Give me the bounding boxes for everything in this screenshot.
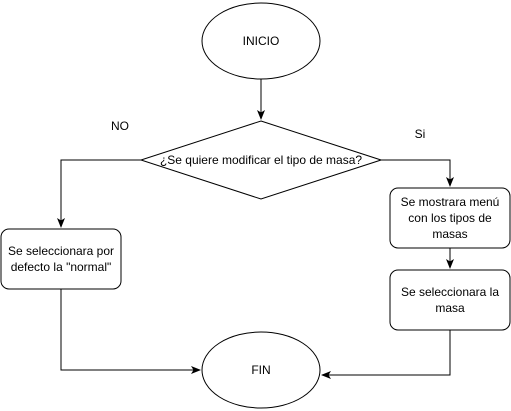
arrow-select-to-end (321, 330, 451, 379)
arrow-decision-yes (381, 159, 454, 187)
yes-branch-label: Si (414, 127, 426, 141)
start-node-label: INICIO (242, 34, 280, 48)
default-select-box-label: Se seleccionara por defecto la "normal" (7, 244, 115, 274)
arrow-decision-no (57, 159, 141, 228)
arrow-default-to-end (60, 289, 201, 374)
end-node-label: FIN (251, 363, 271, 377)
decision-node-label: ¿Se quiere modificar el tipo de masa? (159, 153, 363, 167)
end-node-shape (201, 331, 321, 409)
decision-node-shape (139, 120, 383, 200)
no-branch-label: NO (111, 119, 129, 133)
show-menu-box-label: Se mostrara menú con los tipos de masas (400, 195, 500, 241)
select-mass-box-label: Se seleccionara la masa (400, 285, 500, 315)
